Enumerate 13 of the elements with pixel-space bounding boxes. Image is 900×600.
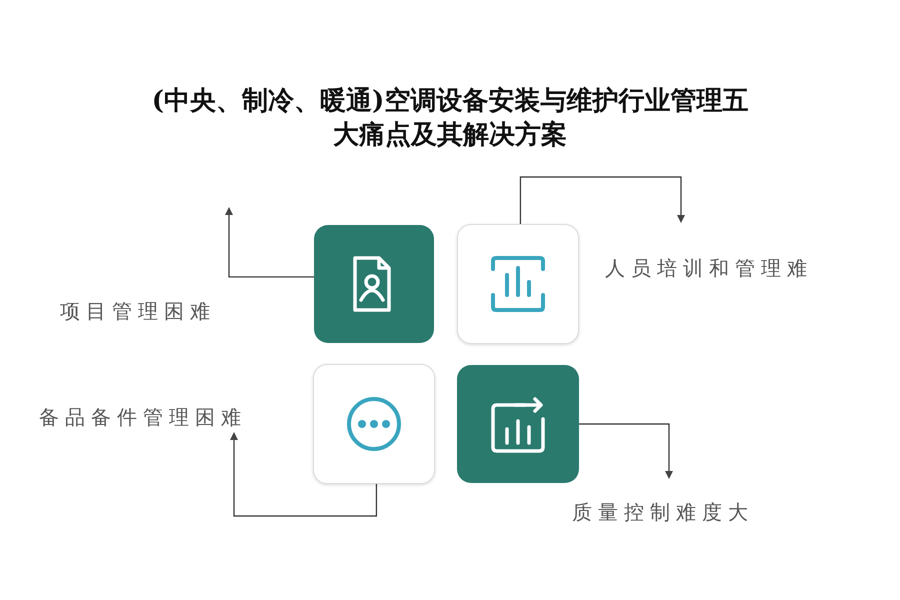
title: (中央、制冷、暖通)空调设备安装与维护行业管理五大痛点及其解决方案 xyxy=(150,85,750,152)
icon-tile xyxy=(313,364,435,484)
icon-tile xyxy=(457,224,579,344)
connector-arrow xyxy=(225,207,314,278)
connector-arrow xyxy=(579,423,673,479)
problem-label: 质量控制难度大 xyxy=(572,499,754,526)
problem-label: 备品备件管理困难 xyxy=(39,404,247,431)
problem-label: 人员培训和管理难 xyxy=(605,255,813,282)
icon-tile xyxy=(314,225,434,343)
problem-label: 项目管理困难 xyxy=(60,298,217,325)
icon-tile xyxy=(457,365,579,483)
connector-arrow xyxy=(230,432,378,517)
connector-arrow xyxy=(520,176,685,224)
